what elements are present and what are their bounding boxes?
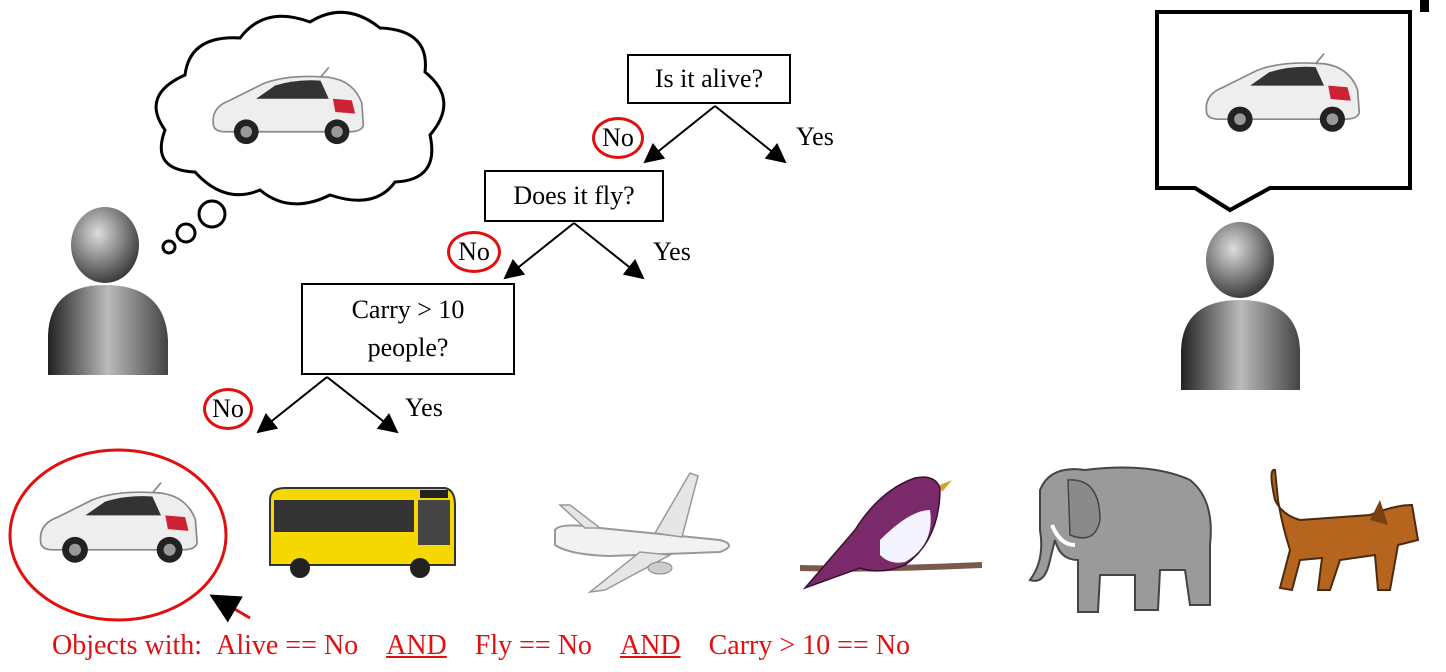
question-alive-text: Is it alive? xyxy=(654,64,764,93)
question-alive-box: Is it alive? xyxy=(627,54,791,104)
selected-object-circle xyxy=(8,448,228,622)
question-carry-line1: Carry > 10 xyxy=(351,295,465,324)
speaking-person-icon xyxy=(1181,222,1300,390)
airplane-icon xyxy=(554,472,730,594)
yes-label-1: Yes xyxy=(796,122,834,151)
thinking-person-icon xyxy=(48,207,168,375)
caption-fly: Fly == No xyxy=(474,630,592,661)
yes-label-2: Yes xyxy=(653,237,691,266)
caption-and-2: AND xyxy=(619,630,681,661)
thought-cloud-icon xyxy=(154,10,446,255)
question-carry-line2: people? xyxy=(367,333,449,362)
dog-icon xyxy=(1270,468,1420,592)
speech-bubble-icon xyxy=(1155,0,1429,213)
result-caption: Objects with: Alive == No AND Fly == No … xyxy=(52,630,910,662)
question-fly-text: Does it fly? xyxy=(513,181,635,210)
no-text-1: No xyxy=(602,123,634,152)
elephant-icon xyxy=(1028,466,1212,613)
bus-icon xyxy=(269,487,456,578)
yes-label-3: Yes xyxy=(405,393,443,422)
result-arrow xyxy=(209,594,251,623)
caption-carry: Carry > 10 == No xyxy=(708,630,910,661)
no-label-3: No xyxy=(203,388,253,430)
no-text-3: No xyxy=(212,394,244,423)
no-text-2: No xyxy=(458,237,490,266)
no-label-2: No xyxy=(447,231,501,273)
question-carry-box: Carry > 10 people? xyxy=(301,283,515,375)
bird-icon xyxy=(799,476,983,590)
caption-alive: Alive == No xyxy=(216,630,359,661)
caption-prefix: Objects with: xyxy=(52,630,203,661)
question-fly-box: Does it fly? xyxy=(484,170,664,222)
caption-and-1: AND xyxy=(386,630,447,661)
no-label-1: No xyxy=(592,117,644,159)
tree-arrows xyxy=(256,105,787,434)
